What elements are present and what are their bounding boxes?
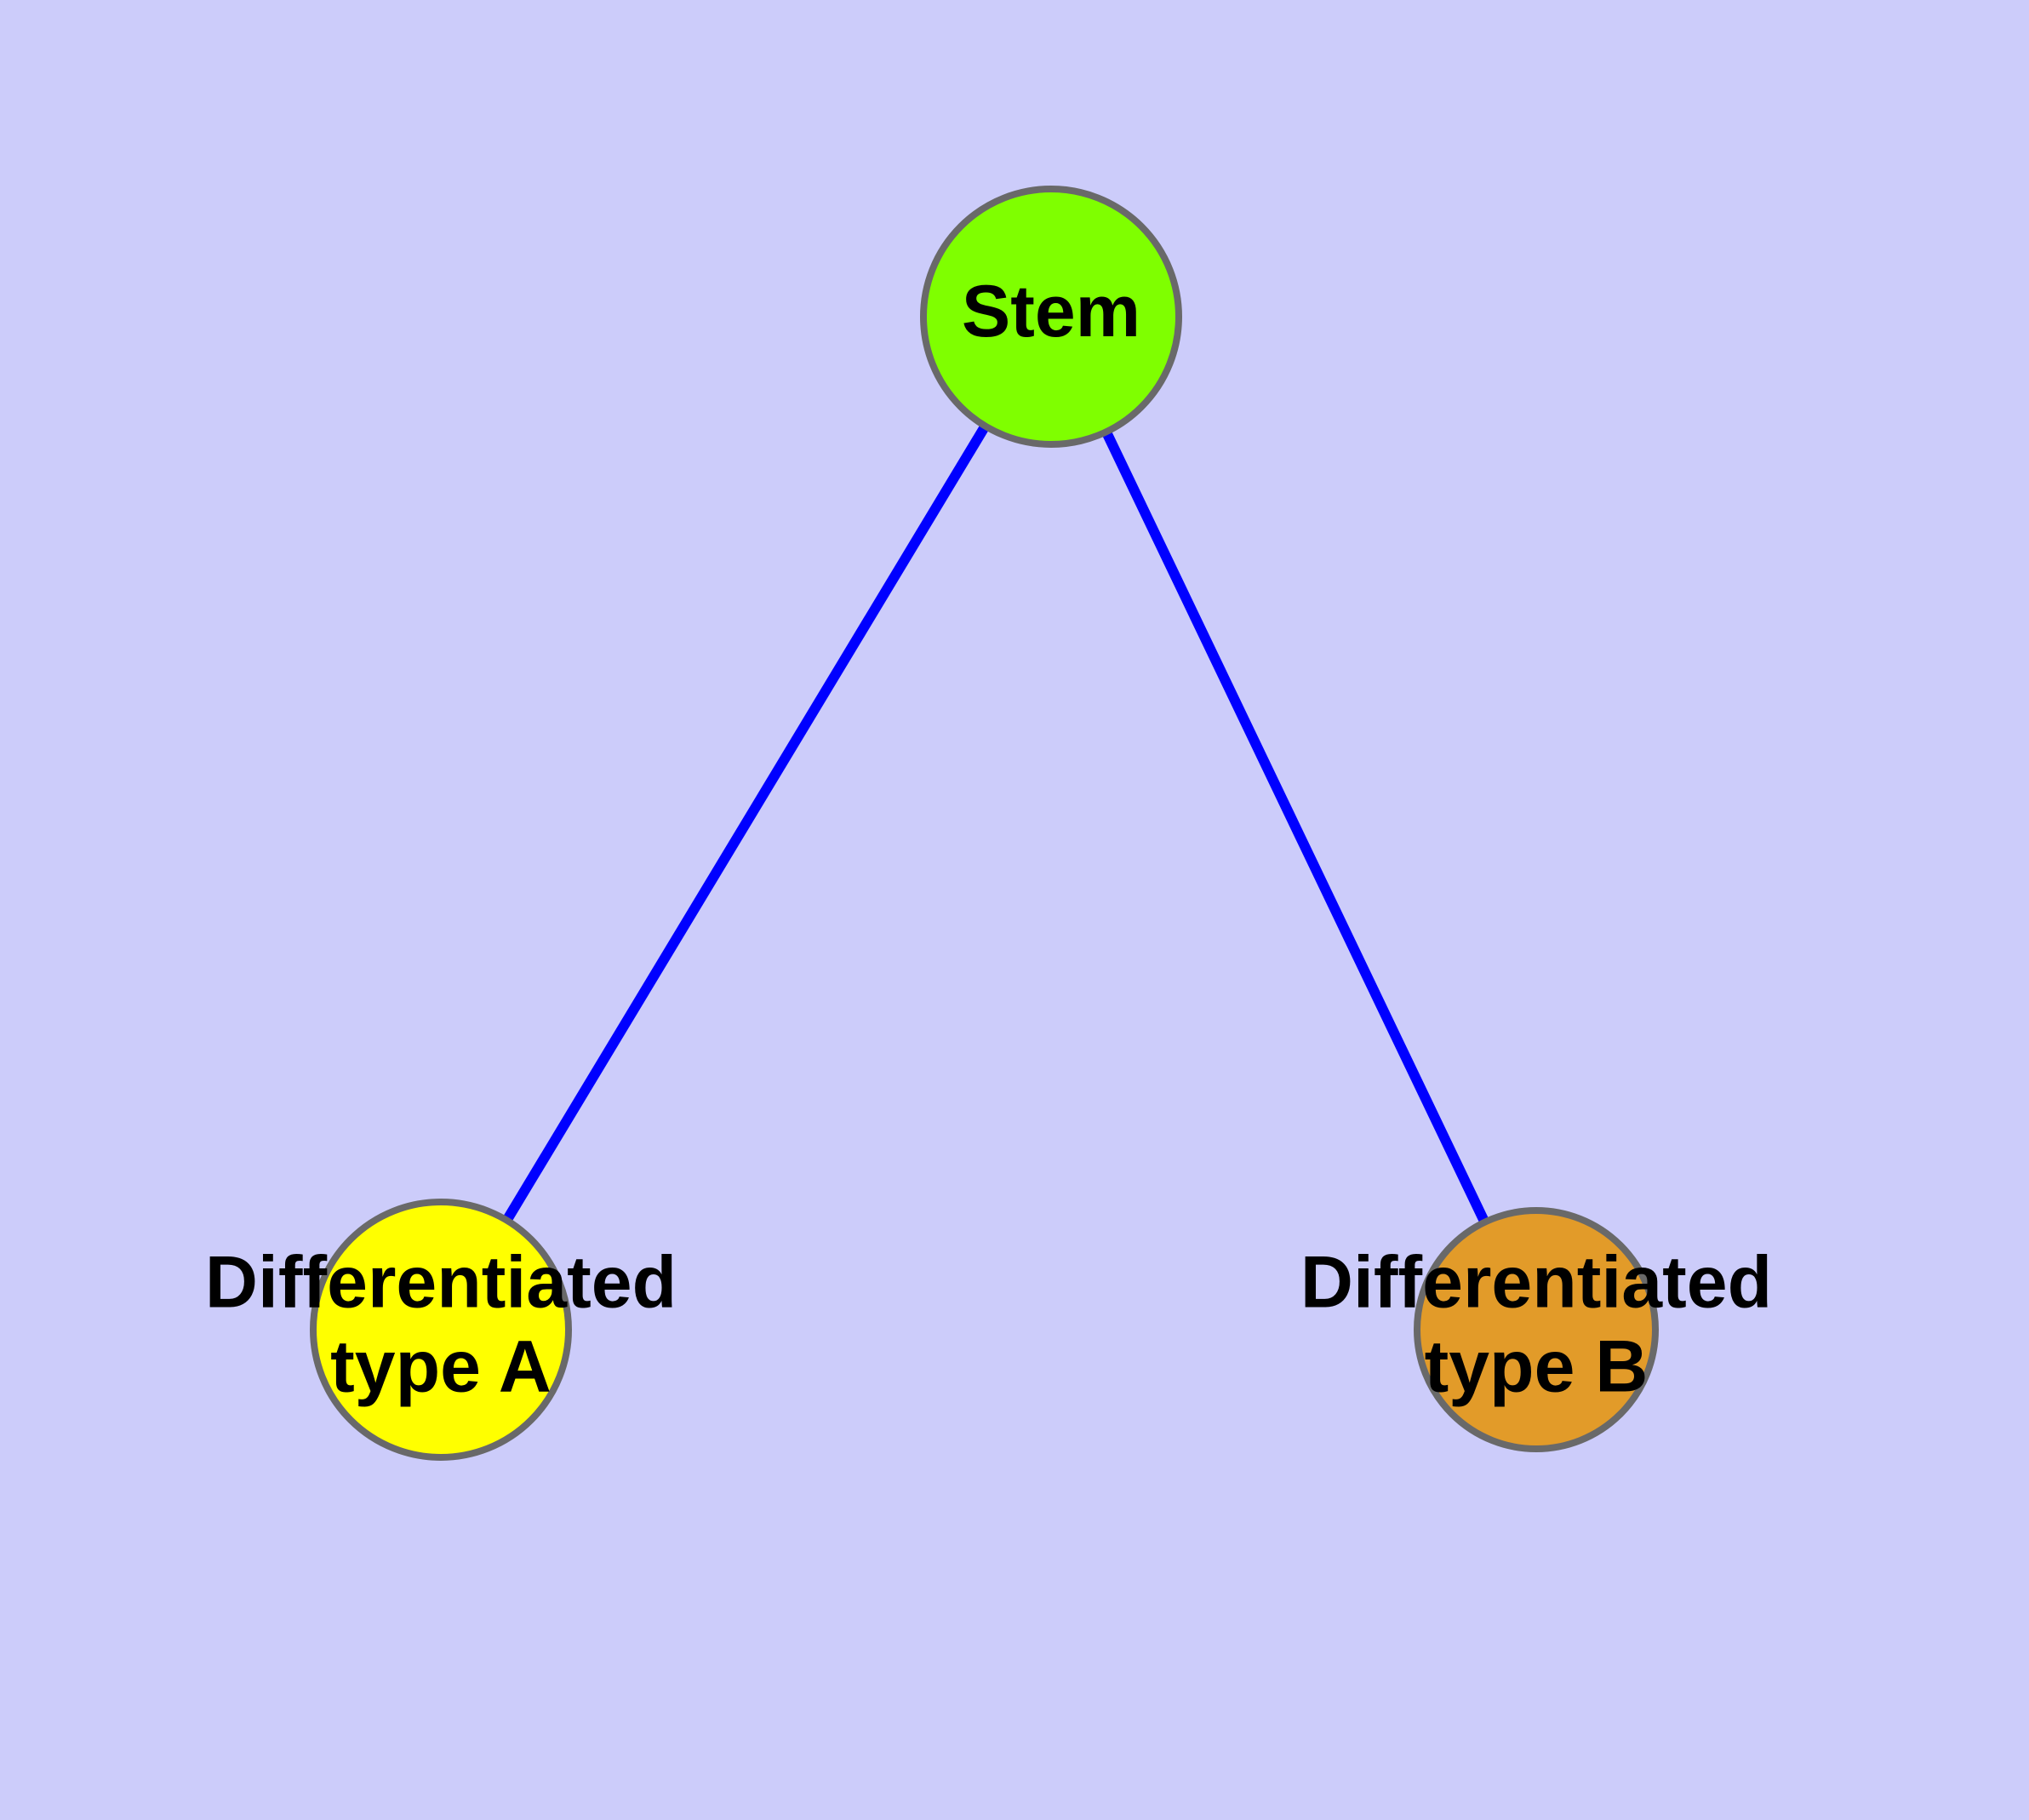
node-layer	[310, 186, 1659, 1461]
node-label-line: Stem	[962, 271, 1140, 352]
edge-layer	[501, 421, 1490, 1227]
node-differentiated-type-b-circle[interactable]	[1414, 1207, 1659, 1452]
node-label-line: Differentiated	[1300, 1241, 1772, 1323]
node-differentiated-type-a-circle[interactable]	[310, 1199, 572, 1461]
edge-stem-to-differentiated-type-b[interactable]	[1100, 427, 1490, 1227]
node-label-line: type A	[330, 1325, 552, 1407]
node-stem-label: Stem	[962, 271, 1140, 352]
edge-stem-to-differentiated-type-a[interactable]	[501, 421, 991, 1225]
node-label-line: Differentiated	[205, 1241, 677, 1323]
node-stem-circle[interactable]	[920, 186, 1182, 448]
node-label-line: type B	[1425, 1325, 1649, 1407]
